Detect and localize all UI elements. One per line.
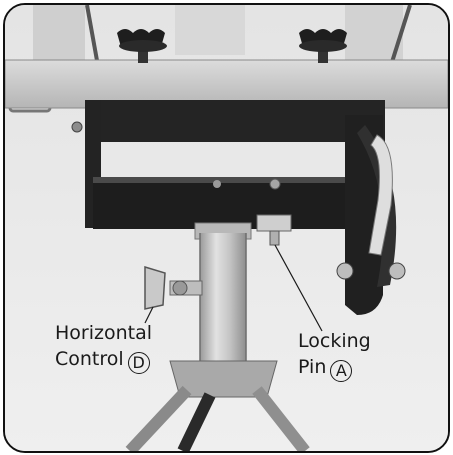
locking-pin-word: Pin bbox=[298, 356, 327, 378]
side-lever bbox=[368, 134, 393, 256]
vertical-pole bbox=[200, 233, 246, 373]
tripod-leg-center bbox=[177, 392, 216, 451]
horizontal-control-knob bbox=[144, 265, 203, 310]
bolt-left bbox=[71, 121, 83, 133]
side-knob-left bbox=[336, 262, 354, 280]
bracket-top-bar bbox=[85, 100, 385, 142]
tripod-bracket-photo bbox=[5, 5, 448, 451]
leader-horizontal-control bbox=[144, 306, 154, 324]
tripod-leg-right bbox=[252, 386, 310, 451]
leader-locking-pin bbox=[274, 244, 323, 332]
horizontal-control-line1: Horizontal bbox=[55, 322, 153, 344]
locking-pin-line1: Locking bbox=[298, 330, 371, 352]
bolt-bracket-2 bbox=[269, 178, 281, 190]
bracket-lower-highlight bbox=[93, 177, 353, 183]
tripod-leg-left bbox=[125, 385, 192, 451]
knob-right bbox=[299, 29, 347, 63]
bolt-bracket bbox=[213, 180, 221, 188]
knob-left bbox=[117, 29, 167, 63]
badge-d: D bbox=[127, 352, 150, 374]
locking-pin-block bbox=[256, 214, 292, 232]
locking-pin bbox=[269, 230, 280, 246]
side-knob-right bbox=[388, 262, 406, 280]
bracket-lower-bar bbox=[93, 177, 353, 229]
upper-center-block bbox=[175, 5, 245, 55]
horizontal-control-word: Control bbox=[55, 348, 124, 370]
badge-a: A bbox=[330, 360, 353, 382]
